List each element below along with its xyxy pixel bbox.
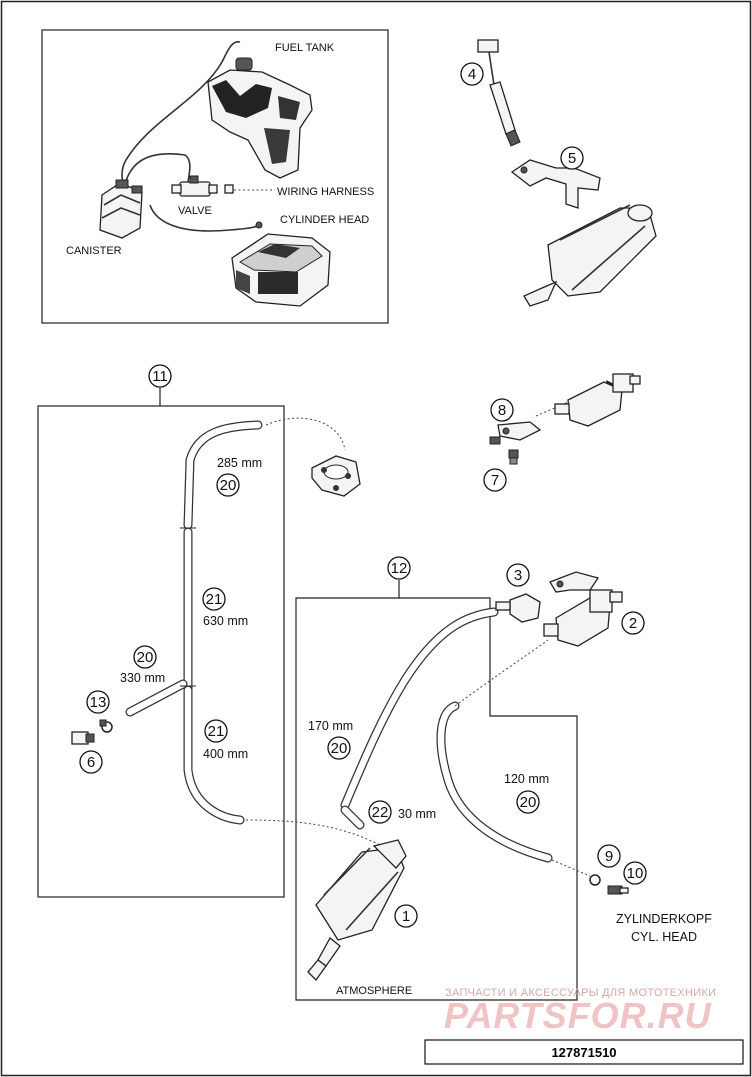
valve-drawing (171, 175, 275, 197)
part-number: 127871510 (551, 1045, 616, 1060)
valve-part-8-group (489, 373, 641, 465)
fuel-tank-drawing (207, 57, 313, 179)
canister-part-1 (307, 839, 407, 982)
dim-30: 30 mm (398, 807, 436, 821)
callouts: 4 5 11 8 7 20 12 3 21 2 20 13 21 20 6 20… (79, 62, 647, 928)
callout-1: 1 (402, 908, 410, 925)
dim-400: 400 mm (203, 747, 248, 761)
part-number-box (424, 1039, 744, 1065)
callout-10: 10 (627, 865, 644, 882)
sensor-part-4 (477, 39, 521, 147)
hose-group-12 (340, 607, 591, 877)
canister-top-right (523, 204, 657, 307)
callout-8: 8 (498, 402, 506, 419)
watermark-tagline: ЗАПЧАСТИ И АКСЕССУАРЫ ДЛЯ МОТОТЕХНИКИ (445, 987, 716, 999)
label-zylinderkopf: ZYLINDERKOPF (616, 912, 712, 926)
dim-170: 170 mm (308, 719, 353, 733)
fitting-part-3 (495, 593, 541, 623)
dimension-labels: 285 mm 630 mm 330 mm 400 mm 170 mm 30 mm… (120, 456, 549, 821)
label-atmosphere: ATMOSPHERE (336, 985, 412, 997)
group-12-frame (295, 597, 578, 1001)
callout-9: 9 (605, 848, 613, 865)
group-11-frame (37, 405, 285, 898)
callout-22: 22 (372, 804, 389, 821)
overview-inset: FUEL TANK CANISTER VALVE WIRING HARNESS … (41, 29, 389, 324)
dim-330: 330 mm (120, 671, 165, 685)
bracket-part-5 (510, 159, 601, 209)
dim-120: 120 mm (504, 772, 549, 786)
callout-3: 3 (514, 567, 522, 584)
callout-6: 6 (87, 754, 95, 771)
label-cylinder-head: CYLINDER HEAD (280, 214, 369, 226)
callout-21-a: 21 (206, 591, 223, 608)
clamp-part-9 (589, 874, 601, 886)
callout-21-b: 21 (208, 723, 225, 740)
callout-12: 12 (391, 560, 408, 577)
callout-20-b: 20 (137, 649, 154, 666)
dim-285: 285 mm (217, 456, 262, 470)
callout-20-a: 20 (220, 477, 237, 494)
fitting-part-6 (71, 731, 95, 745)
dim-630: 630 mm (203, 614, 248, 628)
label-fuel-tank: FUEL TANK (275, 42, 335, 54)
callout-11: 11 (152, 368, 168, 385)
callout-2: 2 (629, 615, 637, 632)
callout-13: 13 (90, 694, 107, 711)
callout-20-d: 20 (520, 794, 537, 811)
valve-part-2 (543, 571, 623, 647)
cylinder-head-drawing (231, 221, 331, 307)
label-canister: CANISTER (66, 245, 122, 257)
watermark-logo: PARTSFOR.RU (444, 995, 712, 1036)
inset-frame (41, 29, 389, 324)
fitting-part-10 (607, 885, 629, 895)
label-wiring-harness: WIRING HARNESS (277, 186, 374, 198)
callout-20-c: 20 (331, 740, 348, 757)
canister-drawing (99, 179, 143, 239)
callout-4: 4 (468, 66, 476, 83)
label-cyl-head: CYL. HEAD (631, 930, 697, 944)
label-valve: VALVE (178, 205, 212, 217)
hose-group-11 (125, 417, 381, 846)
clamp-part-13 (99, 719, 113, 733)
callout-7: 7 (491, 472, 499, 489)
tank-connector-part (311, 455, 361, 497)
callout-5: 5 (568, 150, 576, 167)
